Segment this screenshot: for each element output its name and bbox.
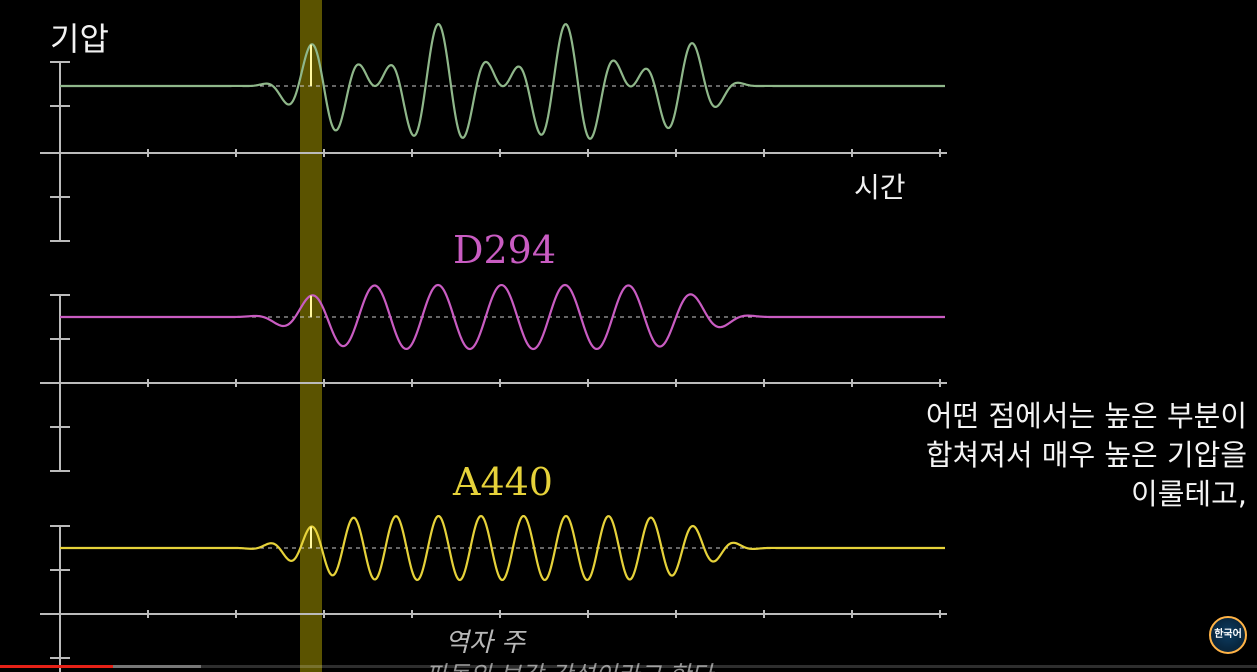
caption-line-1: 어떤 점에서는 높은 부분이 [925, 399, 1247, 433]
translator-note-text: 파동의 보강 간섭이라고 한다 [425, 655, 713, 672]
caption-line-2: 합쳐져서 매우 높은 기압을 [925, 438, 1247, 472]
video-progress-bar[interactable] [0, 665, 1257, 668]
translator-note-heading: 역자 주 [445, 628, 526, 658]
y-axis-label: 기압 [50, 20, 109, 58]
x-axis-label: 시간 [854, 171, 906, 204]
caption-subtitle: 어떤 점에서는 높은 부분이 합쳐져서 매우 높은 기압을 이룰테고, [827, 397, 1247, 514]
series-title-a440: A440 [453, 460, 553, 504]
wave-a440 [60, 514, 945, 582]
wave-d294 [60, 283, 945, 351]
progress-played [0, 665, 114, 668]
wave-sum [60, 22, 945, 140]
caption-line-3: 이룰테고, [1131, 477, 1247, 511]
highlight-band [300, 0, 322, 672]
channel-badge-icon[interactable]: 한국어 [1209, 616, 1247, 654]
series-title-d294: D294 [453, 228, 556, 272]
